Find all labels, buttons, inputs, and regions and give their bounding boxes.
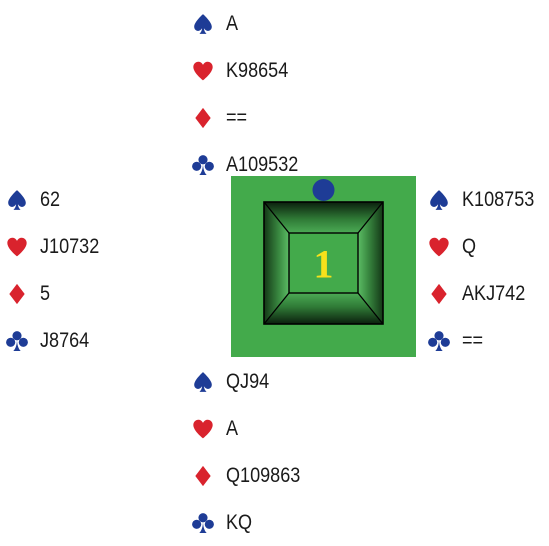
north-hand: A K98654 == A109532	[188, 0, 338, 188]
heart-icon	[188, 47, 218, 94]
west-hearts-cards: J10732	[40, 235, 100, 258]
board-bevel-bottom	[264, 293, 383, 324]
north-spades-row: A	[188, 0, 338, 47]
north-clubs-row: A109532	[188, 141, 338, 188]
west-hearts-row: J10732	[2, 223, 152, 270]
south-hearts-cards: A	[226, 417, 239, 440]
club-icon	[2, 317, 32, 364]
heart-icon	[188, 405, 218, 452]
east-diamonds-cards: AKJ742	[462, 282, 526, 305]
south-clubs-row: KQ	[188, 499, 338, 546]
south-hearts-row: A	[188, 405, 338, 452]
club-icon	[188, 499, 218, 546]
west-diamonds-cards: 5	[40, 282, 51, 305]
west-hand: 62 J10732 5 J8764	[2, 176, 152, 364]
table-board: 1	[231, 176, 416, 357]
north-hearts-row: K98654	[188, 47, 338, 94]
board-number: 1	[314, 242, 334, 287]
east-spades-row: K108753	[424, 176, 549, 223]
north-spades-cards: A	[226, 12, 239, 35]
east-clubs-cards: ==	[462, 329, 484, 352]
south-clubs-cards: KQ	[226, 511, 253, 534]
spade-icon	[424, 176, 454, 223]
north-diamonds-row: ==	[188, 94, 338, 141]
heart-icon	[2, 223, 32, 270]
west-spades-row: 62	[2, 176, 152, 223]
east-clubs-row: ==	[424, 317, 549, 364]
club-icon	[424, 317, 454, 364]
south-spades-cards: QJ94	[226, 370, 270, 393]
south-diamonds-cards: Q109863	[226, 464, 301, 487]
dealer-marker	[312, 179, 335, 201]
spade-icon	[2, 176, 32, 223]
board-inner-panel	[289, 233, 358, 293]
west-clubs-row: J8764	[2, 317, 152, 364]
diamond-icon	[2, 270, 32, 317]
east-spades-cards: K108753	[462, 188, 535, 211]
east-hand: K108753 Q AKJ742 ==	[424, 176, 549, 364]
west-spades-cards: 62	[40, 188, 61, 211]
diamond-icon	[424, 270, 454, 317]
east-hearts-row: Q	[424, 223, 549, 270]
spade-icon	[188, 358, 218, 405]
diamond-icon	[188, 452, 218, 499]
board-bevel-top	[264, 202, 383, 233]
west-diamonds-row: 5	[2, 270, 152, 317]
heart-icon	[424, 223, 454, 270]
south-hand: QJ94 A Q109863 KQ	[188, 358, 338, 546]
south-diamonds-row: Q109863	[188, 452, 338, 499]
club-icon	[188, 141, 218, 188]
board-bevel-left	[264, 202, 289, 324]
east-diamonds-row: AKJ742	[424, 270, 549, 317]
table-graphic: 1	[231, 176, 416, 357]
west-clubs-cards: J8764	[40, 329, 90, 352]
north-clubs-cards: A109532	[226, 153, 299, 176]
east-hearts-cards: Q	[462, 235, 477, 258]
diamond-icon	[188, 94, 218, 141]
board-bevel-right	[358, 202, 383, 324]
north-diamonds-cards: ==	[226, 106, 248, 129]
spade-icon	[188, 0, 218, 47]
south-spades-row: QJ94	[188, 358, 338, 405]
north-hearts-cards: K98654	[226, 59, 289, 82]
